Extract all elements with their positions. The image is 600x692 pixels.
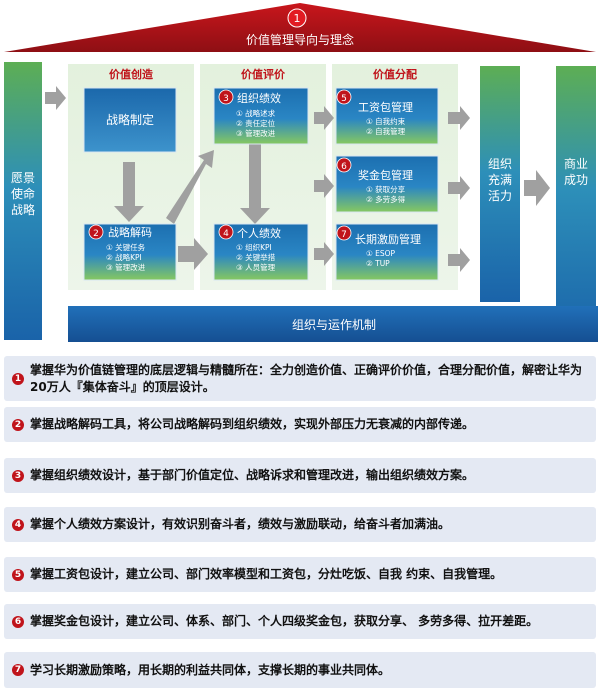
roof (4, 3, 596, 52)
box-strategy-decode-title: 战略解码 (108, 225, 152, 239)
right-pillar-org-vitality (480, 66, 520, 302)
box-org-perf-item-2: ② 责任定位 (236, 118, 276, 128)
note-item-3: 3 掌握组织绩效设计，基于部门价值定位、战略诉求和管理改进，输出组织绩效方案。 (4, 458, 596, 493)
box-indiv-perf-title: 个人绩效 (237, 226, 281, 240)
note-item-2: 2 掌握战略解码工具，将公司战略解码到组织绩效，实现外部压力无衰减的内部传递。 (4, 407, 596, 442)
note-number-6: 6 (12, 615, 24, 628)
box-bonus-pkg-item-1: ① 获取分享 (366, 184, 406, 194)
note-text-7: 学习长期激励策略，用长期的利益共同体，支撑长期的事业共同体。 (30, 662, 391, 677)
box-org-perf-title: 组织绩效 (237, 91, 281, 105)
box-strategy-making-title: 战略制定 (106, 112, 154, 127)
box-bonus-pkg-title: 奖金包管理 (358, 168, 413, 182)
box-strategy-decode-item-3: ③ 管理改进 (106, 262, 146, 272)
column-header-distribute: 价值分配 (373, 67, 417, 81)
arrow-salary-out (448, 106, 470, 130)
arrow-indiv-to-longterm (314, 242, 334, 266)
box-long-term-item-2: ② TUP (366, 259, 390, 268)
note-text-6: 掌握奖金包设计，建立公司、体系、部门、个人四级奖金包，获取分享、 多劳多得、拉开… (30, 614, 539, 628)
box-indiv-perf-item-2: ② 关键举措 (236, 252, 276, 262)
box-long-term-number: 7 (341, 230, 347, 240)
arrow-strategy-down (114, 162, 144, 222)
note-text-2: 掌握战略解码工具，将公司战略解码到组织绩效，实现外部压力无衰减的内部传递。 (30, 417, 475, 431)
note-item-7: 7 学习长期激励策略，用长期的利益共同体，支撑长期的事业共同体。 (4, 652, 596, 688)
box-org-perf: 3 组织绩效 ① 战略述求 ② 责任定位 ③ 管理改进 (213, 87, 309, 145)
arrow-to-bonus (314, 174, 334, 198)
column-header-evaluate: 价值评价 (241, 67, 286, 81)
note-item-6: 6 掌握奖金包设计，建立公司、体系、部门、个人四级奖金包，获取分享、 多劳多得、… (4, 604, 596, 639)
arrow-org-to-indiv (240, 126, 270, 224)
note-text-1: 掌握华为价值链管理的底层逻辑与精髓所在：全力创造价值、正确评价价值，合理分配价值… (30, 362, 583, 394)
box-long-term-title: 长期激励管理 (355, 232, 421, 246)
box-bonus-pkg-item-2: ② 多劳多得 (366, 194, 406, 204)
left-pillar (4, 62, 42, 340)
box-long-term: 7 长期激励管理 ① ESOP ② TUP (335, 223, 439, 281)
note-number-7: 7 (12, 664, 24, 676)
note-item-1: 1 掌握华为价值链管理的底层逻辑与精髓所在：全力创造价值、正确评价价值，合理分配… (4, 356, 596, 401)
box-indiv-perf-number: 4 (223, 229, 229, 239)
box-salary-pkg-title: 工资包管理 (358, 100, 413, 114)
box-salary-pkg: 5 工资包管理 ① 自我约束 ② 自我管理 (335, 87, 439, 145)
box-indiv-perf-item-1: ① 组织KPI (236, 242, 272, 252)
right-pillar-2-line-1: 商业 (564, 156, 588, 171)
box-indiv-perf-item-3: ③ 人员管理 (236, 262, 276, 272)
arrow-decode-to-indiv (178, 238, 208, 270)
roof-title: 价值管理导向与理念 (246, 32, 354, 47)
box-indiv-perf: 4 个人绩效 ① 组织KPI ② 关键举措 ③ 人员管理 (213, 223, 309, 281)
arrow-bonus-out (448, 176, 470, 200)
note-item-5: 5 掌握工资包设计，建立公司、部门效率模型和工资包，分灶吃饭、自我 约束、自我管… (4, 557, 596, 592)
box-long-term-item-1: ① ESOP (366, 249, 396, 258)
value-chain-diagram: 1 价值管理导向与理念 愿景 使命 战略 价值创造 价值评价 价值分配 组织 充… (4, 3, 598, 342)
arrow-decode-to-org (166, 150, 214, 224)
base-bar (68, 306, 598, 342)
column-header-create: 价值创造 (109, 67, 154, 81)
arrow-org-to-salary (314, 106, 334, 130)
note-number-3: 3 (12, 469, 24, 482)
note-text-3: 掌握组织绩效设计，基于部门价值定位、战略诉求和管理改进，输出组织绩效方案。 (30, 468, 475, 482)
box-salary-pkg-item-1: ① 自我约束 (366, 116, 406, 126)
right-pillar-1-line-1: 组织 (488, 157, 512, 171)
left-pillar-line-1: 愿景 (11, 171, 35, 185)
right-pillar-1-line-3: 活力 (488, 189, 512, 203)
box-strategy-decode: 2 战略解码 ① 关键任务 ② 战略KPI ③ 管理改进 (83, 223, 177, 281)
right-pillar-1-line-2: 充满 (488, 172, 512, 187)
box-bonus-pkg-number: 6 (341, 162, 347, 172)
box-org-perf-number: 3 (223, 94, 229, 104)
left-pillar-line-3: 战略 (11, 202, 35, 217)
box-strategy-decode-item-1: ① 关键任务 (106, 242, 146, 252)
flow-arrows (45, 86, 550, 272)
box-salary-pkg-number: 5 (341, 94, 347, 104)
left-pillar-line-2: 使命 (11, 186, 35, 201)
box-strategy-decode-item-2: ② 战略KPI (106, 252, 142, 262)
note-number-2: 2 (12, 418, 24, 431)
box-strategy-making: 战略制定 (83, 87, 177, 153)
note-number-1: 1 (12, 372, 24, 385)
box-salary-pkg-item-2: ② 自我管理 (366, 126, 406, 136)
arrow-longterm-out (448, 248, 470, 272)
note-item-4: 4 掌握个人绩效方案设计，有效识别奋斗者，绩效与激励联动，给奋斗者加满油。 (4, 507, 596, 542)
note-text-5: 掌握工资包设计，建立公司、部门效率模型和工资包，分灶吃饭、自我 约束、自我管理。 (30, 567, 503, 581)
roof-number: 1 (294, 12, 301, 25)
box-org-perf-item-1: ① 战略述求 (236, 108, 276, 118)
note-number-4: 4 (12, 518, 24, 531)
arrow-vitality-to-success (524, 170, 550, 206)
note-text-4: 掌握个人绩效方案设计，有效识别奋斗者，绩效与激励联动，给奋斗者加满油。 (30, 517, 451, 531)
box-strategy-decode-number: 2 (93, 229, 99, 239)
arrow-left-to-create (45, 86, 66, 110)
box-bonus-pkg: 6 奖金包管理 ① 获取分享 ② 多劳多得 (335, 155, 439, 213)
right-pillar-business-success (556, 66, 596, 342)
base-bar-label: 组织与运作机制 (292, 318, 376, 332)
note-number-5: 5 (12, 568, 24, 581)
roof-number-badge (287, 8, 307, 28)
right-pillar-2-line-2: 成功 (564, 173, 588, 187)
box-org-perf-item-3: ③ 管理改进 (236, 128, 276, 138)
